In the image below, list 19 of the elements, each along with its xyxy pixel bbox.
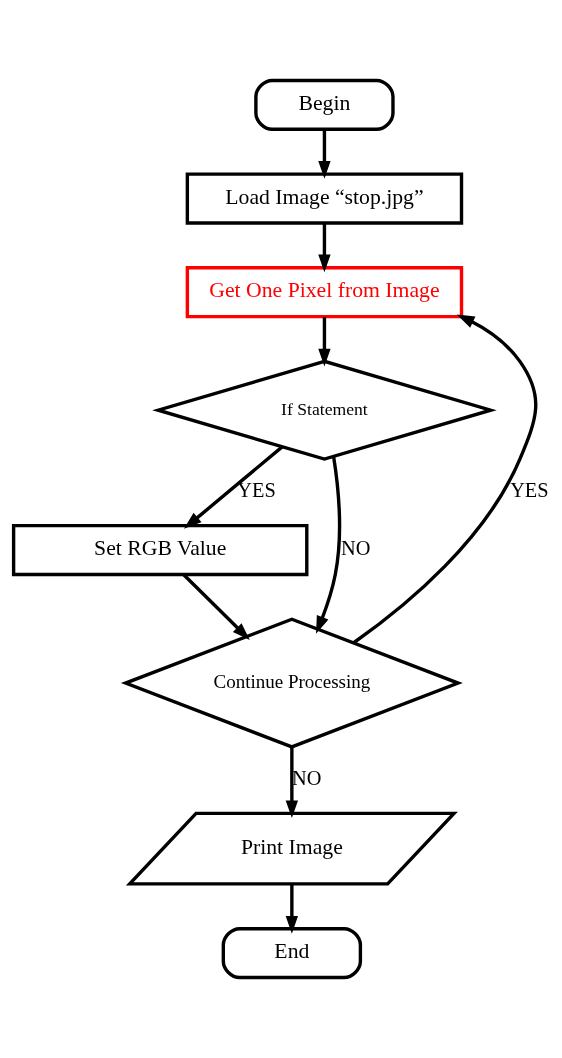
arrow [318, 129, 331, 179]
node-diamond: Continue Processing [120, 617, 463, 749]
arrow [318, 316, 331, 367]
node-box: Set RGB Value [11, 523, 309, 577]
arrow [316, 456, 342, 634]
arrow [352, 314, 538, 645]
node-diamond: If Statement [152, 359, 497, 461]
arrow [318, 223, 331, 273]
arrow [182, 573, 250, 641]
arrow [285, 884, 299, 934]
node-box: Begin [254, 78, 395, 131]
edge-label: NO [340, 536, 371, 559]
arrow [183, 445, 284, 529]
edge-label: YES [237, 479, 276, 502]
node-box: Load Image “stop.jpg” [185, 172, 464, 225]
edge-label: YES [510, 479, 549, 502]
node-box: Get One Pixel from Image [185, 266, 464, 319]
node-box: End [221, 927, 363, 980]
arrow [285, 746, 299, 819]
